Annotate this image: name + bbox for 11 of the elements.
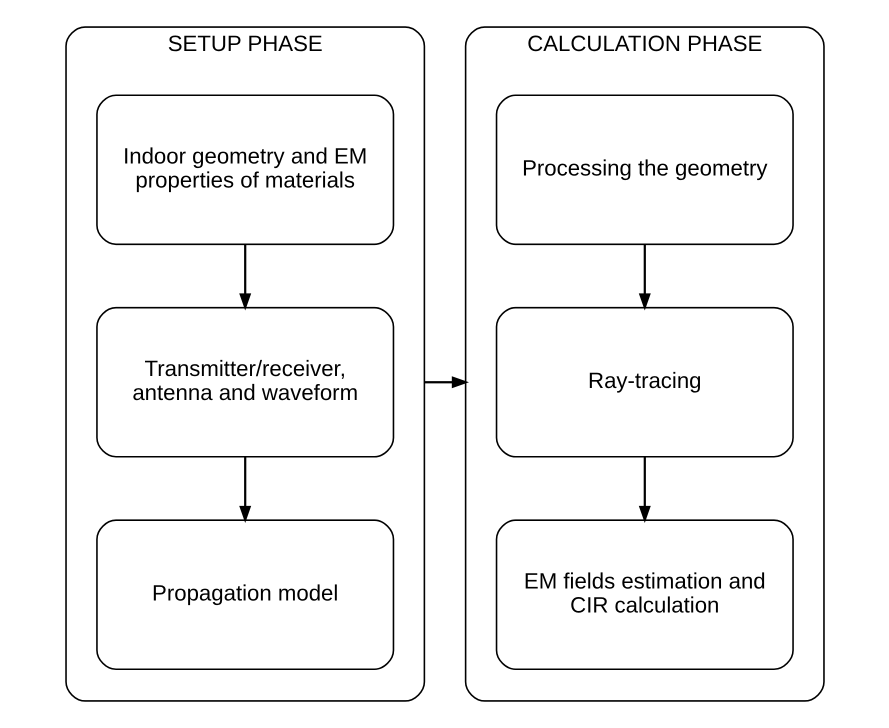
node-box: Transmitter/receiver, antenna and waveform — [96, 306, 394, 458]
arrow — [238, 244, 251, 310]
arrow — [638, 244, 650, 310]
node-box: Processing the geometry — [495, 94, 794, 246]
arrow — [638, 457, 650, 523]
node-box: EM fields estimation and CIR calculation — [495, 519, 794, 670]
node-box: Indoor geometry and EM properties of materials — [96, 94, 394, 246]
arrow — [424, 376, 468, 388]
node-box: Ray-tracing — [495, 306, 794, 458]
arrow — [238, 457, 251, 523]
node-box: Propagation model — [96, 519, 394, 670]
